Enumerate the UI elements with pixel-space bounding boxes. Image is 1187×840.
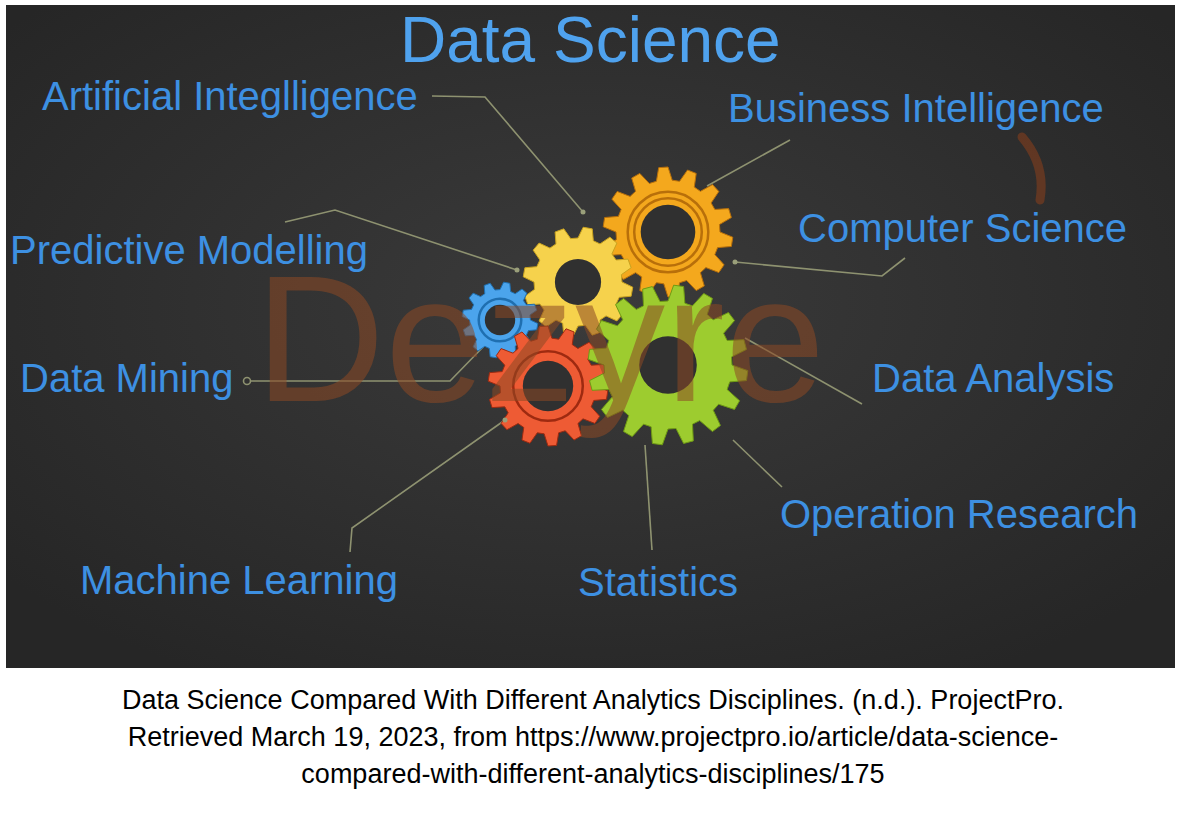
chalkboard-ground <box>6 5 1175 668</box>
discipline-label: Operation Research <box>780 490 1138 538</box>
discipline-label: Artificial Integlligence <box>42 72 418 120</box>
leader-line <box>350 420 505 552</box>
figure-caption: Data Science Compared With Different Ana… <box>73 682 1113 793</box>
leader-line <box>645 445 652 550</box>
discipline-label: Business Intelligence <box>728 84 1104 132</box>
leader-line <box>707 140 790 186</box>
leader-line <box>733 440 782 487</box>
leader-end-ring <box>244 378 251 385</box>
discipline-label: Data Analysis <box>872 354 1114 402</box>
discipline-label: Data Mining <box>20 354 233 402</box>
watermark: Dezyre <box>255 249 825 429</box>
diagram-title: Data Science <box>400 2 781 79</box>
discipline-label: Computer Science <box>798 204 1127 252</box>
logo-swoosh <box>1022 137 1041 200</box>
discipline-label: Predictive Modelling <box>10 226 368 274</box>
leader-line <box>432 96 583 212</box>
leader-lines <box>244 96 906 552</box>
discipline-label: Statistics <box>578 558 738 606</box>
leader-dot <box>581 210 586 215</box>
discipline-label: Machine Learning <box>80 556 398 604</box>
